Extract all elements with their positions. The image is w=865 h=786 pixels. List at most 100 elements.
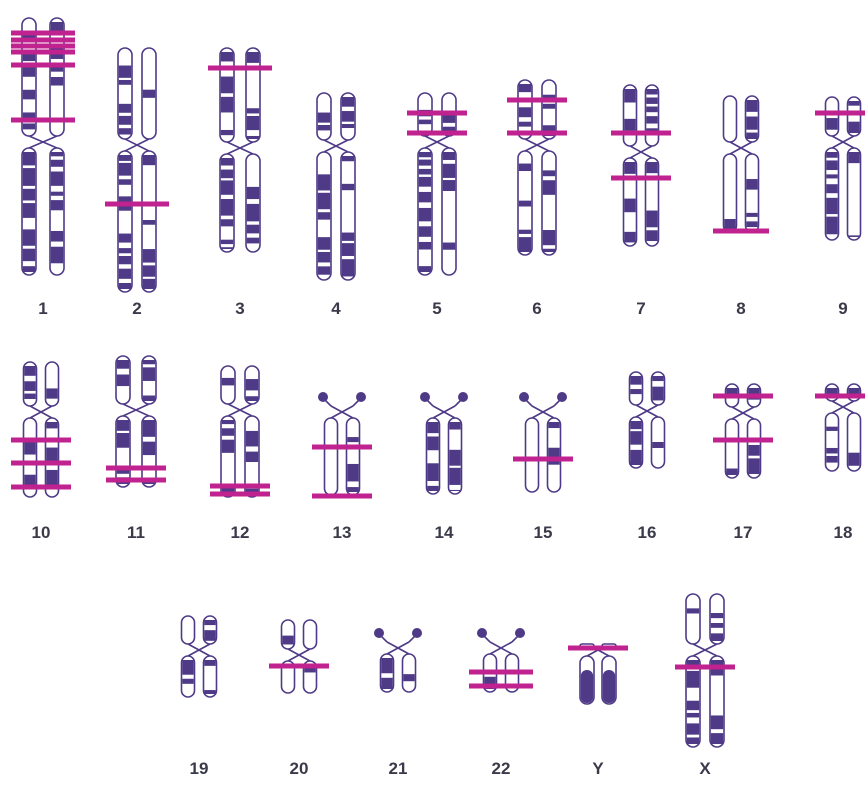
dark-band: [687, 713, 699, 718]
long-arm: [526, 418, 539, 492]
dark-band: [143, 249, 155, 262]
dark-band: [23, 203, 35, 218]
dark-band: [282, 636, 293, 645]
label-chromosome-7: 7: [636, 299, 645, 318]
centromere: [331, 406, 353, 418]
dark-band: [24, 441, 35, 455]
dark-band: [347, 437, 358, 442]
dark-band: [711, 633, 723, 641]
dark-band: [826, 456, 837, 463]
dark-band: [221, 240, 233, 244]
dark-band: [603, 670, 615, 703]
dark-band: [342, 97, 354, 107]
dark-band: [24, 381, 35, 391]
chromosome-2: [118, 48, 156, 292]
marker-bar-6-2: [507, 131, 567, 136]
centromere: [29, 136, 57, 148]
dark-band: [119, 234, 131, 243]
short-arm: [118, 48, 132, 139]
dark-band: [119, 128, 131, 134]
dark-band: [221, 158, 233, 166]
dark-band: [543, 170, 555, 176]
dark-band: [548, 422, 559, 428]
dark-band: [51, 160, 63, 167]
dark-band: [687, 723, 699, 734]
dark-band: [746, 117, 757, 130]
dark-band: [221, 97, 233, 113]
dark-band: [342, 156, 354, 161]
dark-band: [748, 458, 759, 474]
dark-band: [687, 737, 699, 744]
label-chromosome-2: 2: [132, 299, 141, 318]
dark-band: [652, 376, 663, 381]
dark-band: [724, 219, 735, 229]
chromosome-1: [22, 18, 64, 275]
label-chromosome-15: 15: [534, 523, 553, 542]
dark-band: [419, 120, 431, 125]
dark-band: [427, 422, 438, 433]
dark-band: [548, 448, 559, 457]
dark-band: [581, 670, 593, 703]
dark-band: [449, 468, 460, 485]
chromosome-8: [724, 96, 759, 232]
dark-band: [46, 388, 57, 398]
dark-band: [117, 360, 129, 369]
dark-band: [624, 232, 635, 243]
dark-band: [318, 113, 330, 123]
marker-bar-5-2: [407, 131, 467, 136]
dark-band: [24, 366, 35, 376]
dark-band: [51, 192, 63, 196]
dark-band: [221, 130, 233, 135]
dark-band: [381, 658, 392, 673]
dark-band: [711, 623, 723, 628]
dark-band: [247, 52, 259, 63]
dark-band: [746, 100, 757, 112]
chromosome-13: [318, 392, 366, 495]
dark-band: [342, 111, 354, 122]
dark-band: [826, 217, 837, 235]
dark-band: [119, 104, 131, 113]
chromosome-x: [686, 594, 724, 747]
dark-band: [746, 213, 757, 217]
dark-band: [624, 89, 635, 102]
dark-band: [23, 229, 35, 245]
dark-band: [826, 427, 837, 431]
dark-band: [711, 613, 723, 618]
marker-bar-6-1: [507, 98, 567, 103]
centromere: [228, 404, 252, 416]
dark-band: [318, 266, 330, 274]
dark-band: [342, 243, 354, 256]
dark-band: [221, 77, 233, 94]
centromere: [630, 146, 652, 158]
label-chromosome-3: 3: [235, 299, 244, 318]
dark-band: [246, 452, 258, 462]
dark-band: [419, 169, 431, 175]
centromere: [188, 644, 210, 656]
dark-band: [23, 112, 35, 117]
chromosome-14: [420, 392, 468, 494]
dark-band: [247, 204, 259, 221]
satellite: [458, 392, 468, 402]
marker-bar-17-2: [713, 438, 773, 443]
marker-bar-8-1: [713, 229, 769, 234]
centromere: [832, 401, 854, 413]
dark-band: [342, 233, 354, 241]
label-chromosome-y: Y: [592, 759, 604, 778]
dark-band: [119, 283, 131, 289]
marker-bar-13-1: [312, 445, 372, 450]
dark-band: [23, 249, 35, 261]
dark-band: [419, 177, 431, 187]
dark-band: [221, 170, 233, 179]
marker-bar-11-2: [106, 478, 166, 483]
dark-band: [419, 266, 431, 272]
dark-band: [826, 184, 837, 193]
marker-bar-17-1: [713, 394, 773, 399]
dark-band: [746, 179, 757, 190]
centromere: [433, 406, 455, 418]
dark-band: [630, 431, 641, 445]
label-chromosome-1: 1: [38, 299, 47, 318]
marker-bar-y-1: [568, 646, 628, 651]
dark-band: [630, 421, 641, 429]
chromosome-7: [624, 85, 659, 246]
dark-band: [826, 160, 837, 170]
